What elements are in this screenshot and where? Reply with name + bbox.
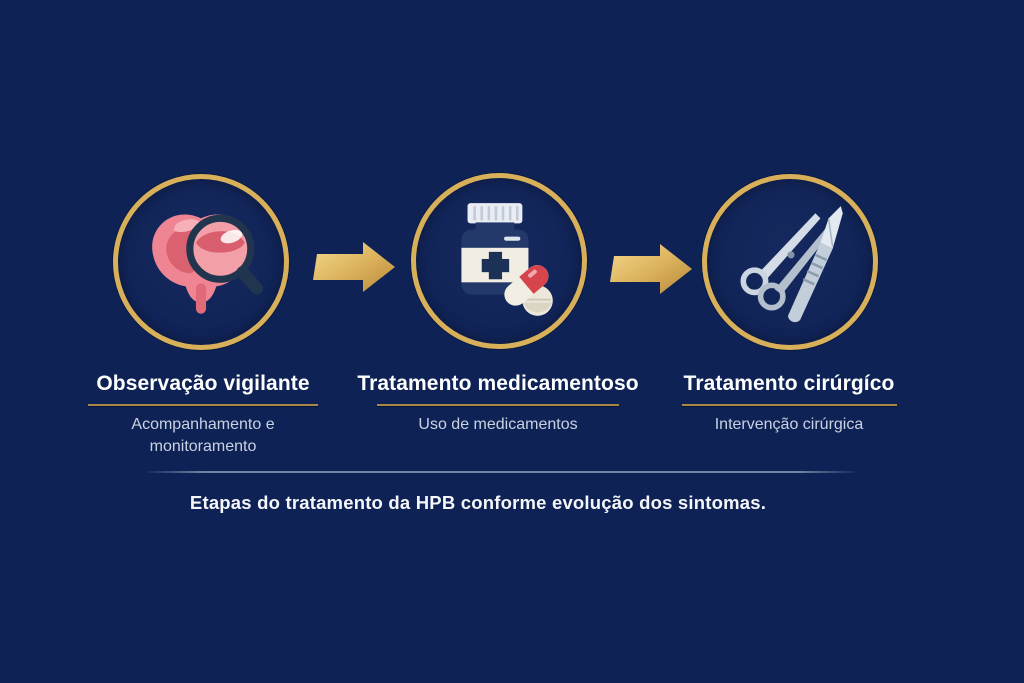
step-text-observation: Observação vigilante Acompanhamento e mo… [43, 371, 363, 458]
step-title: Observação vigilante [96, 372, 310, 395]
arrow-right-icon [610, 244, 692, 294]
surgical-tools-icon [740, 206, 843, 323]
step-circle-observation [113, 174, 289, 350]
step-circle-medication [411, 173, 587, 349]
flow-arrow-2 [606, 241, 694, 302]
caption-divider [147, 471, 855, 473]
title-underline [88, 404, 318, 406]
step-title: Tratamento cirúrgíco [683, 372, 895, 395]
step-title: Tratamento medicamentoso [357, 372, 639, 395]
prostate-magnifier-icon [152, 214, 263, 314]
title-underline [377, 404, 619, 406]
step-text-surgery: Tratamento cirúrgíco Intervenção cirúrgi… [629, 371, 949, 436]
step-subtitle: Acompanhamento e monitoramento [131, 416, 275, 455]
step-text-medication: Tratamento medicamentoso Uso de medicame… [338, 371, 658, 436]
step-subtitle: Intervenção cirúrgica [714, 416, 864, 433]
title-underline [681, 404, 897, 406]
step-subtitle: Uso de medicamentos [418, 416, 578, 433]
arrow-right-icon [313, 242, 395, 292]
step-circle-surgery [702, 174, 878, 350]
pill-bottle-icon [461, 203, 553, 316]
flow-arrow-1 [309, 239, 397, 300]
infographic-caption: Etapas do tratamento da HPB conforme evo… [189, 492, 767, 513]
